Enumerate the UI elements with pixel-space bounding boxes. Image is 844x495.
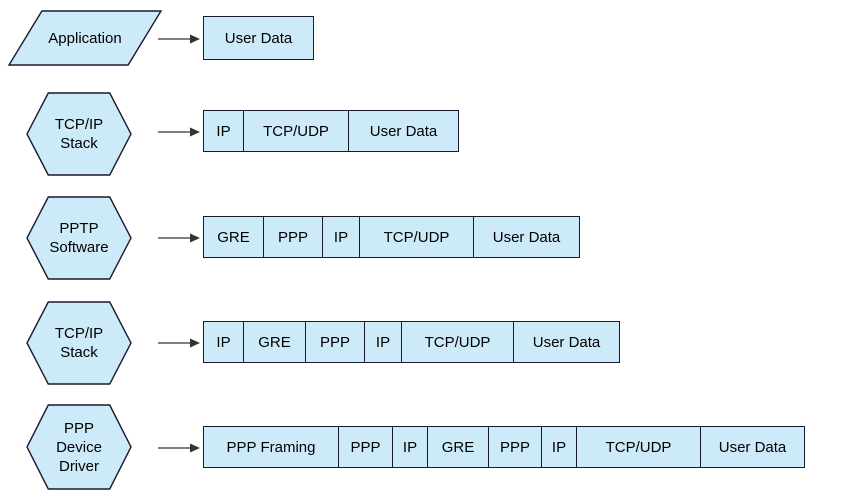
right-arrow-icon [158, 231, 200, 243]
stage-shape-ppp-device-driver [26, 404, 132, 490]
packet-field: TCP/UDP [360, 217, 474, 257]
packet-field: GRE [428, 427, 489, 467]
packet-field: User Data [701, 427, 804, 467]
packet-field: User Data [204, 17, 313, 59]
stage-shape-application [7, 10, 163, 66]
packet-field: IP [365, 322, 402, 362]
right-arrow-icon [158, 441, 200, 453]
packet-field: IP [542, 427, 577, 467]
packet-field: PPP [339, 427, 393, 467]
packet-field: User Data [514, 322, 619, 362]
packet-field: IP [323, 217, 360, 257]
stage-shape-tcpip-stack-1 [26, 92, 132, 176]
packet-field: IP [204, 322, 244, 362]
packet-field: GRE [204, 217, 264, 257]
right-arrow-icon [158, 336, 200, 348]
packet-field: TCP/UDP [244, 111, 349, 151]
right-arrow-icon [158, 32, 200, 44]
packet-field: GRE [244, 322, 306, 362]
packet-field: TCP/UDP [577, 427, 701, 467]
packet-field: IP [204, 111, 244, 151]
packet-field: User Data [349, 111, 458, 151]
packet-application: User Data [203, 16, 314, 60]
right-arrow-icon [158, 125, 200, 137]
packet-field: PPP [489, 427, 542, 467]
packet-field: PPP [306, 322, 365, 362]
packet-field: PPP Framing [204, 427, 339, 467]
packet-field: TCP/UDP [402, 322, 514, 362]
packet-field: PPP [264, 217, 323, 257]
packet-field: User Data [474, 217, 579, 257]
stage-shape-tcpip-stack-2 [26, 301, 132, 385]
stage-shape-pptp-software [26, 196, 132, 280]
packet-field: IP [393, 427, 428, 467]
